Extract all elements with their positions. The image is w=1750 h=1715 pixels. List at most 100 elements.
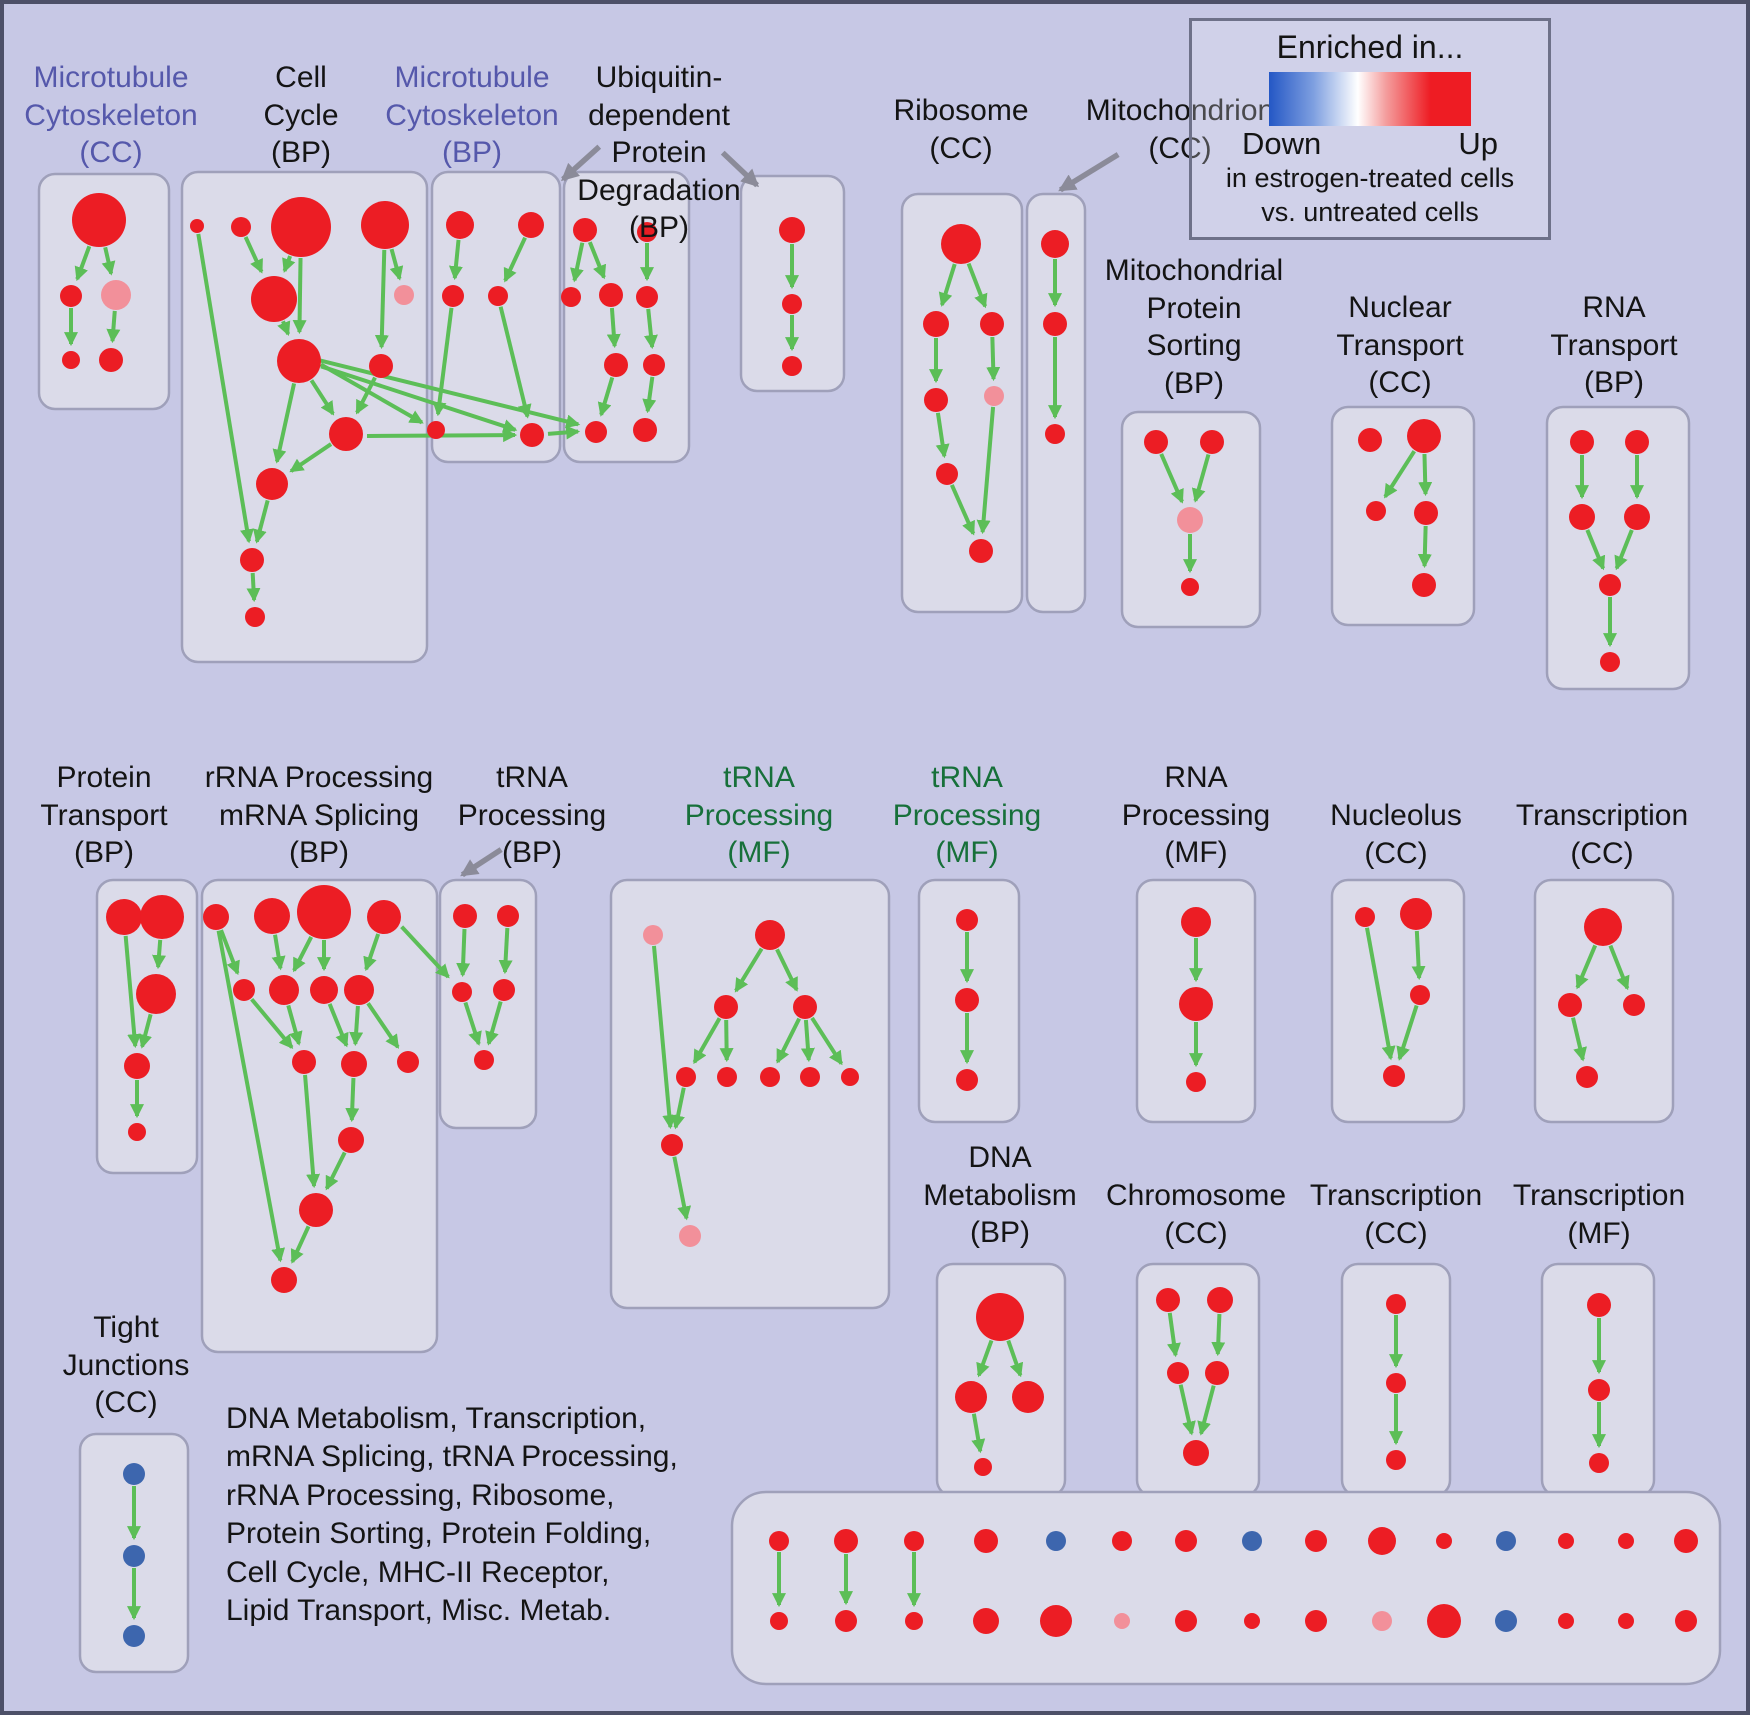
- graph-node-red: [1012, 1381, 1044, 1413]
- graph-edge: [976, 406, 996, 535]
- graph-node-red: [923, 311, 949, 337]
- graph-node-red: [561, 287, 581, 307]
- graph-edge: [271, 934, 286, 971]
- graph-node-red: [1112, 1531, 1132, 1551]
- graph-edge: [986, 336, 1001, 382]
- graph-edge: [935, 412, 950, 459]
- graph-node-red: [585, 421, 607, 443]
- graph-node-red: [1587, 1293, 1611, 1317]
- label-pointer-arrow: [1058, 152, 1120, 193]
- graph-node-pink: [1177, 507, 1203, 533]
- graph-node-red: [633, 418, 657, 442]
- graph-edge: [734, 947, 764, 993]
- graph-edge: [800, 1019, 815, 1063]
- graph-node-red: [941, 224, 981, 264]
- graph-node-red: [106, 899, 142, 935]
- graph-node-red: [1244, 1613, 1260, 1629]
- graph-node-red: [782, 294, 802, 314]
- legend-up-label: Up: [1458, 126, 1498, 161]
- graph-edge: [498, 927, 513, 975]
- graph-node-red: [793, 995, 817, 1019]
- graph-edge: [719, 1019, 734, 1063]
- graph-node-red: [1386, 1373, 1406, 1393]
- graph-edge: [1191, 453, 1211, 503]
- graph-edge: [671, 1087, 686, 1130]
- cluster-box-ribosome-cc: [900, 192, 1024, 614]
- graph-node-red: [1156, 1288, 1180, 1312]
- graph-node-pink: [101, 280, 131, 310]
- graph-edge: [1396, 1004, 1419, 1061]
- graph-node-red: [1625, 430, 1649, 454]
- graph-node-red: [604, 353, 628, 377]
- graph-edge: [272, 383, 297, 464]
- graph-node-red: [760, 1067, 780, 1087]
- graph-edge: [349, 1005, 364, 1047]
- graph-edge: [775, 1017, 801, 1064]
- graph-node-red: [1624, 504, 1650, 530]
- graph-edge: [810, 1016, 844, 1066]
- graph-node-pink: [1114, 1613, 1130, 1629]
- graph-node-red: [1386, 1294, 1406, 1314]
- graph-node-red: [955, 1381, 987, 1413]
- legend-gradient-bar: [1269, 72, 1471, 126]
- graph-node-red: [136, 974, 176, 1014]
- graph-node-red: [269, 975, 299, 1005]
- label-pointer-arrow: [460, 847, 503, 878]
- graph-node-red: [980, 312, 1004, 336]
- graph-edge: [327, 1003, 349, 1048]
- graph-node-red: [446, 211, 474, 239]
- graph-node-red: [974, 1529, 998, 1553]
- legend-down-label: Down: [1242, 126, 1322, 161]
- graph-edge: [1211, 1313, 1226, 1357]
- graph-node-red: [271, 1267, 297, 1293]
- graph-node-red: [1167, 1362, 1189, 1384]
- graph-node-red: [1205, 1361, 1229, 1385]
- graph-node-red: [1674, 1529, 1698, 1553]
- graph-node-red: [1200, 430, 1224, 454]
- graph-node-red: [800, 1067, 820, 1087]
- graph-edge: [1006, 1339, 1024, 1378]
- graph-node-red: [714, 995, 738, 1019]
- graph-node-red: [60, 285, 82, 307]
- graph-edge: [498, 306, 532, 419]
- graph-node-red: [99, 348, 123, 372]
- graph-node-red: [427, 421, 445, 439]
- graph-edge-cross: [320, 364, 518, 433]
- graph-edge: [1167, 1312, 1181, 1358]
- graph-node-pink: [984, 386, 1004, 406]
- network-diagram: [37, 144, 1722, 1686]
- graph-edge: [570, 242, 585, 283]
- graph-edge: [286, 1004, 303, 1046]
- graph-node-red: [974, 1458, 992, 1476]
- graph-edge: [74, 245, 92, 282]
- legend-subtitle-line2: vs. untreated cells: [1261, 196, 1479, 227]
- graph-node-red: [1407, 419, 1441, 453]
- graph-edge: [289, 442, 333, 473]
- graph-edge: [1197, 1385, 1216, 1436]
- cluster-box-rrna-processing-mrna-splicing-bp: [200, 878, 439, 1354]
- graph-edge: [152, 939, 167, 970]
- graph-node-red: [1414, 501, 1438, 525]
- graph-edge: [976, 1339, 994, 1378]
- graph-node-red: [1179, 987, 1213, 1021]
- cluster-box-nucleolus-cc: [1330, 878, 1466, 1124]
- graph-node-red: [1207, 1287, 1233, 1313]
- misc-cluster-annotation: DNA Metabolism, Transcription, mRNA Spli…: [226, 1402, 678, 1627]
- graph-node-red: [973, 1608, 999, 1634]
- graph-edge: [292, 257, 307, 335]
- graph-node-red: [1558, 1613, 1574, 1629]
- graph-node-red: [1558, 993, 1582, 1017]
- graph-edge: [101, 246, 116, 276]
- graph-node-red: [1358, 428, 1382, 452]
- graph-node-red: [329, 417, 363, 451]
- graph-node-pink: [394, 285, 414, 305]
- graph-node-red: [1043, 312, 1067, 336]
- graph-node-red: [1589, 1453, 1609, 1473]
- graph-edge: [309, 379, 335, 416]
- graph-node-red: [338, 1127, 364, 1153]
- graph-node-red: [1355, 907, 1375, 927]
- graph-node-red: [1305, 1530, 1327, 1552]
- graph-node-red: [779, 217, 805, 243]
- graph-node-red: [1175, 1530, 1197, 1552]
